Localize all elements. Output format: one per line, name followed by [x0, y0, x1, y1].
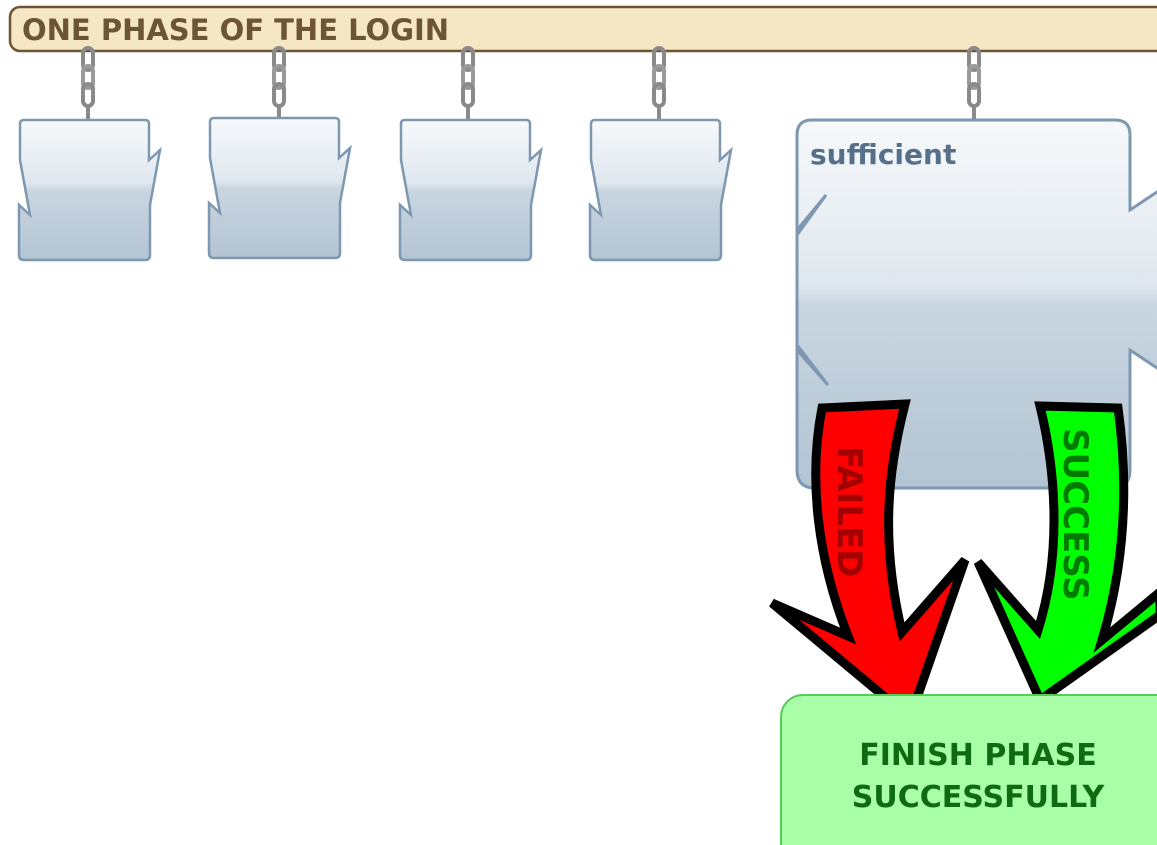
failed-label: FAILED — [829, 446, 869, 577]
failed-arrow: FAILED — [769, 399, 970, 726]
chain-icon — [272, 46, 286, 126]
module-box — [588, 118, 733, 262]
phase-title: ONE PHASE OF THE LOGIN — [22, 13, 449, 47]
module-2 — [207, 116, 352, 260]
phase-banner: ONE PHASE OF THE LOGIN — [8, 5, 1157, 53]
finish-box: FINISH PHASE SUCCESSFULLY — [780, 694, 1157, 845]
chain-icon — [967, 46, 981, 126]
finish-line-1: FINISH PHASE — [859, 738, 1097, 773]
module-box — [17, 118, 162, 262]
finish-line-2: SUCCESSFULLY — [852, 780, 1106, 815]
success-label: SUCCESS — [1055, 428, 1095, 601]
success-arrow-shape — [973, 401, 1157, 707]
success-arrow: SUCCESS — [973, 401, 1157, 707]
failed-arrow-shape — [769, 399, 970, 726]
chain-icon — [652, 46, 666, 126]
module-1 — [17, 118, 162, 262]
module-3 — [398, 118, 543, 262]
chains — [81, 46, 981, 126]
chain-icon — [461, 46, 475, 126]
module-label: sufficient — [810, 138, 956, 171]
finish-box-rect — [780, 694, 1157, 845]
module-4 — [588, 118, 733, 262]
module-box — [398, 118, 543, 262]
chain-icon — [81, 46, 95, 126]
phase-banner-box — [8, 5, 1157, 53]
module-5: sufficient — [795, 118, 1157, 490]
module-box — [207, 116, 352, 260]
